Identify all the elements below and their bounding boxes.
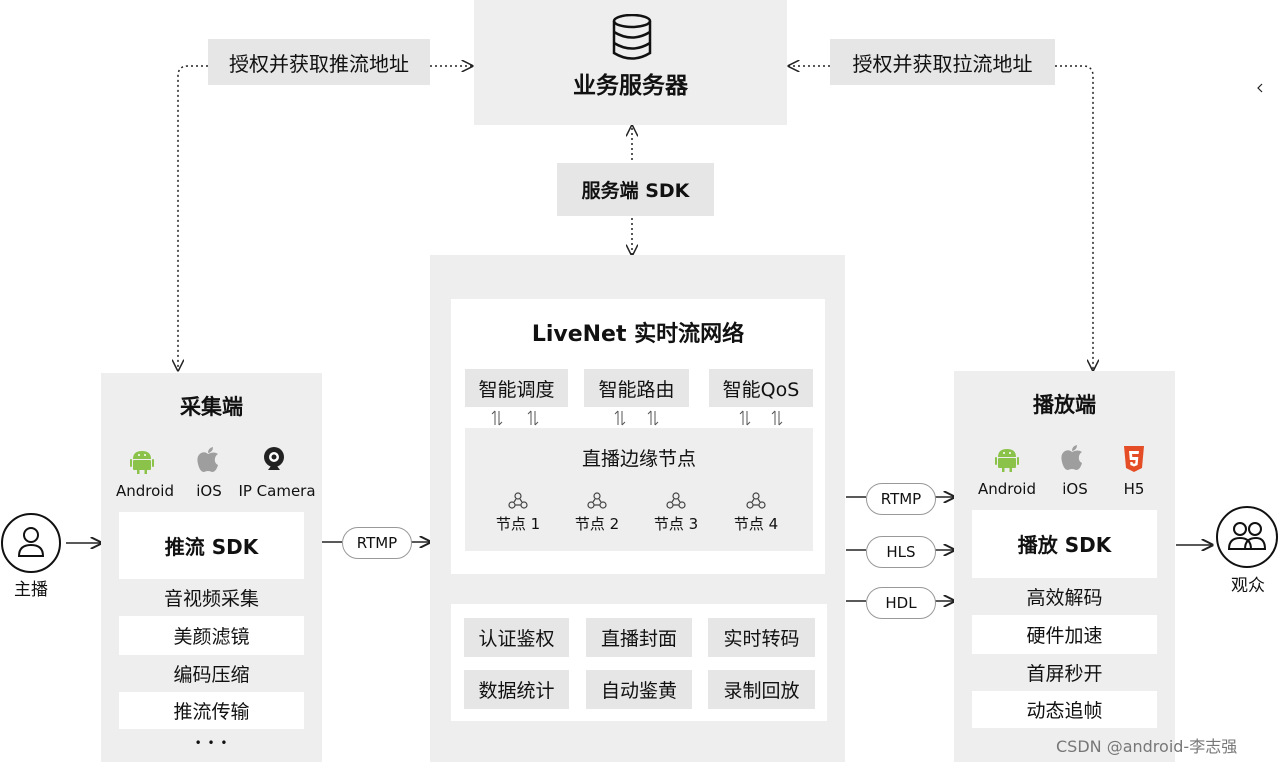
node-label: 节点 1 [495,514,541,533]
server-sdk: 服务端 SDK [557,163,714,216]
platform-label: IP Camera [238,482,316,500]
business-server: 业务服务器 [474,0,787,125]
protocol-hls: HLS [866,536,936,568]
pull-auth-label: 授权并获取拉流地址 [830,39,1055,85]
module-routing: 智能路由 [584,369,689,407]
platform-label: iOS [196,482,222,500]
play-sdk-title: 播放 SDK [1017,533,1112,557]
platform-label: Android [116,482,174,500]
push-auth-label: 授权并获取推流地址 [208,39,430,85]
player-title: 播放端 [1033,393,1096,417]
viewers-label: 观众 [1231,575,1265,596]
service-recording: 录制回放 [708,670,815,709]
group-icon [1216,506,1278,568]
webcam-icon [264,447,284,470]
capture-title: 采集端 [180,395,243,419]
feature-item: 推流传输 [173,701,250,723]
platform-label: H5 [1123,480,1145,498]
service-grid: 认证鉴权 直播封面 实时转码 数据统计 自动鉴黄 录制回放 [451,604,827,721]
feature-item: 美颜滤镜 [173,626,250,648]
feature-item: 硬件加速 [1026,625,1103,647]
node-icon [746,492,766,509]
platform-label: Android [978,480,1036,498]
node-icon [587,492,607,509]
platform-label: iOS [1062,480,1088,498]
apple-icon [197,447,218,472]
service-auth: 认证鉴权 [464,618,569,657]
module-qos: 智能QoS [709,369,813,407]
service-cover: 直播封面 [586,618,692,657]
feature-item: 编码压缩 [119,655,304,692]
push-sdk: 推流 SDK 音视频采集 美颜滤镜 编码压缩 推流传输 [119,512,304,729]
service-stats: 数据统计 [464,670,569,709]
play-sdk: 播放 SDK 高效解码 硬件加速 首屏秒开 动态追帧 [972,510,1157,728]
push-auth-line [178,65,208,370]
protocol-hdl: HDL [866,587,936,619]
node-icon [666,492,686,509]
anchor-avatar [0,512,62,574]
feature-item: 音视频采集 [119,579,304,616]
service-moderation: 自动鉴黄 [586,670,692,709]
android-icon [130,451,154,474]
feature-item: 高效解码 [972,578,1157,615]
feature-item: 动态追帧 [1026,700,1103,722]
edge-nodes: 直播边缘节点 节点 1 节点 2 节点 3 节点 4 [465,428,813,551]
livenet-panel: LiveNet 实时流网络 智能调度 智能路由 智能QoS 直播边缘节点 节点 … [430,255,845,762]
node-label: 节点 3 [653,514,699,533]
sync-arrows [491,410,783,426]
node-label: 节点 4 [733,514,779,533]
player-panel: 播放端 Android iOS H5 播放 SDK 高效解码 硬件加速 首屏秒开… [954,371,1175,762]
more-ellipsis: • • • [194,736,229,750]
node-icon [508,492,528,509]
viewers-avatar [1215,505,1279,569]
node-label: 节点 2 [574,514,620,533]
feature-item: 首屏秒开 [972,654,1157,691]
protocol-rtmp: RTMP [866,483,936,515]
html5-icon [1124,446,1144,472]
capture-panel: 采集端 Android iOS IP Camera 推流 SDK 音视频采集 美… [101,373,322,762]
database-icon [612,14,652,60]
apple-icon [1061,445,1082,470]
rtmp-input-protocol: RTMP [342,527,412,559]
service-transcode: 实时转码 [708,618,815,657]
watermark: CSDN @android-李志强 [1056,737,1238,756]
livenet-title: LiveNet 实时流网络 [531,322,745,347]
push-sdk-title: 推流 SDK [164,534,259,559]
server-title: 业务服务器 [573,73,688,99]
android-icon [995,449,1019,472]
edge-title: 直播边缘节点 [581,447,696,470]
anchor-label: 主播 [14,579,48,600]
livenet-network: LiveNet 实时流网络 智能调度 智能路由 智能QoS 直播边缘节点 节点 … [451,299,825,574]
module-scheduling: 智能调度 [465,369,568,407]
person-icon [1,513,61,573]
